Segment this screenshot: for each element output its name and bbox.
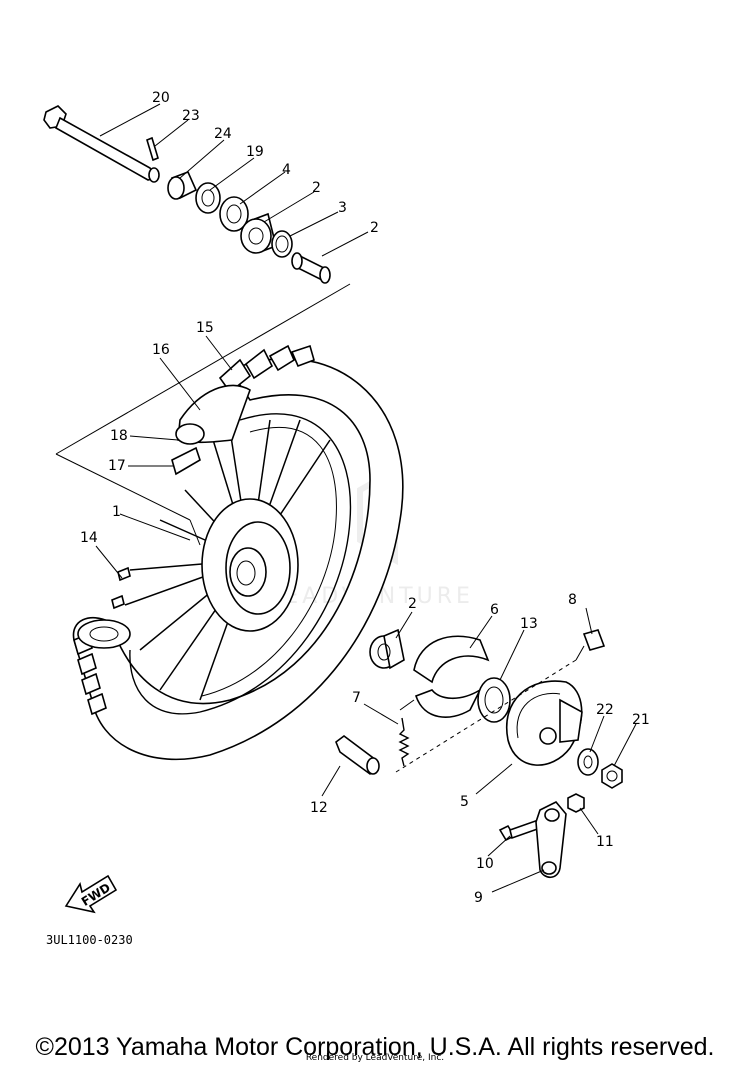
circlip-4 <box>271 230 293 258</box>
callout-3: 2 <box>370 220 379 236</box>
callout-10: 9 <box>474 890 483 906</box>
callout-9: 8 <box>568 592 577 608</box>
brake-shoe-7 <box>413 635 490 718</box>
callout-12: 11 <box>596 834 614 850</box>
spacer-3 <box>291 252 331 284</box>
callout-1: 1 <box>112 504 121 520</box>
callout-8: 7 <box>352 690 361 706</box>
rendered-by-note: Rendered by LeadVenture, Inc. <box>305 1053 445 1063</box>
cotter-pin-24 <box>146 136 159 162</box>
callout-13: 12 <box>310 800 328 816</box>
callout-11: 10 <box>476 856 494 872</box>
callout-4: 3 <box>338 200 347 216</box>
oil-seal-14 <box>477 677 511 723</box>
leader-lines <box>55 103 637 893</box>
callout-25: 24 <box>214 126 232 142</box>
collar-25 <box>167 170 198 200</box>
callout-22: 21 <box>632 712 650 728</box>
callout-17: 16 <box>152 342 170 358</box>
nut-22 <box>601 763 623 789</box>
cap-9 <box>582 629 606 651</box>
camshaft-lever-10 <box>535 801 567 879</box>
callout-2: 2 <box>312 180 321 196</box>
callout-19: 18 <box>110 428 128 444</box>
bearing-2-lower <box>369 628 405 670</box>
callout-2-lower: 2 <box>408 596 417 612</box>
drawing-code: 3UL1100-0230 <box>46 933 133 947</box>
callout-20: 19 <box>246 144 264 160</box>
callout-23: 22 <box>596 702 614 718</box>
callout-7: 6 <box>490 602 499 618</box>
nut-12 <box>567 793 585 813</box>
oil-seal-20 <box>195 182 221 214</box>
callout-6: 5 <box>460 794 469 810</box>
wheel-assembly <box>72 344 404 761</box>
oil-seal-5 <box>219 196 249 232</box>
brake-shoe-plate-6 <box>505 680 583 766</box>
spring-8 <box>398 717 410 767</box>
callout-15: 14 <box>80 530 98 546</box>
callout-16: 15 <box>196 320 214 336</box>
collar-23 <box>577 748 599 776</box>
fwd-arrow-icon: FWD <box>64 874 118 914</box>
callouts: 20 23 24 19 4 2 3 2 15 16 18 17 1 14 2 6… <box>80 90 650 906</box>
camshaft-13 <box>335 735 380 775</box>
callout-18: 17 <box>108 458 126 474</box>
callout-24: 23 <box>182 108 200 124</box>
axle-21 <box>43 105 160 183</box>
callout-21: 20 <box>152 90 170 106</box>
callout-14: 13 <box>520 616 538 632</box>
copyright-notice: ©2013 Yamaha Motor Corporation, U.S.A. A… <box>35 1033 715 1061</box>
callout-5: 4 <box>282 162 291 178</box>
